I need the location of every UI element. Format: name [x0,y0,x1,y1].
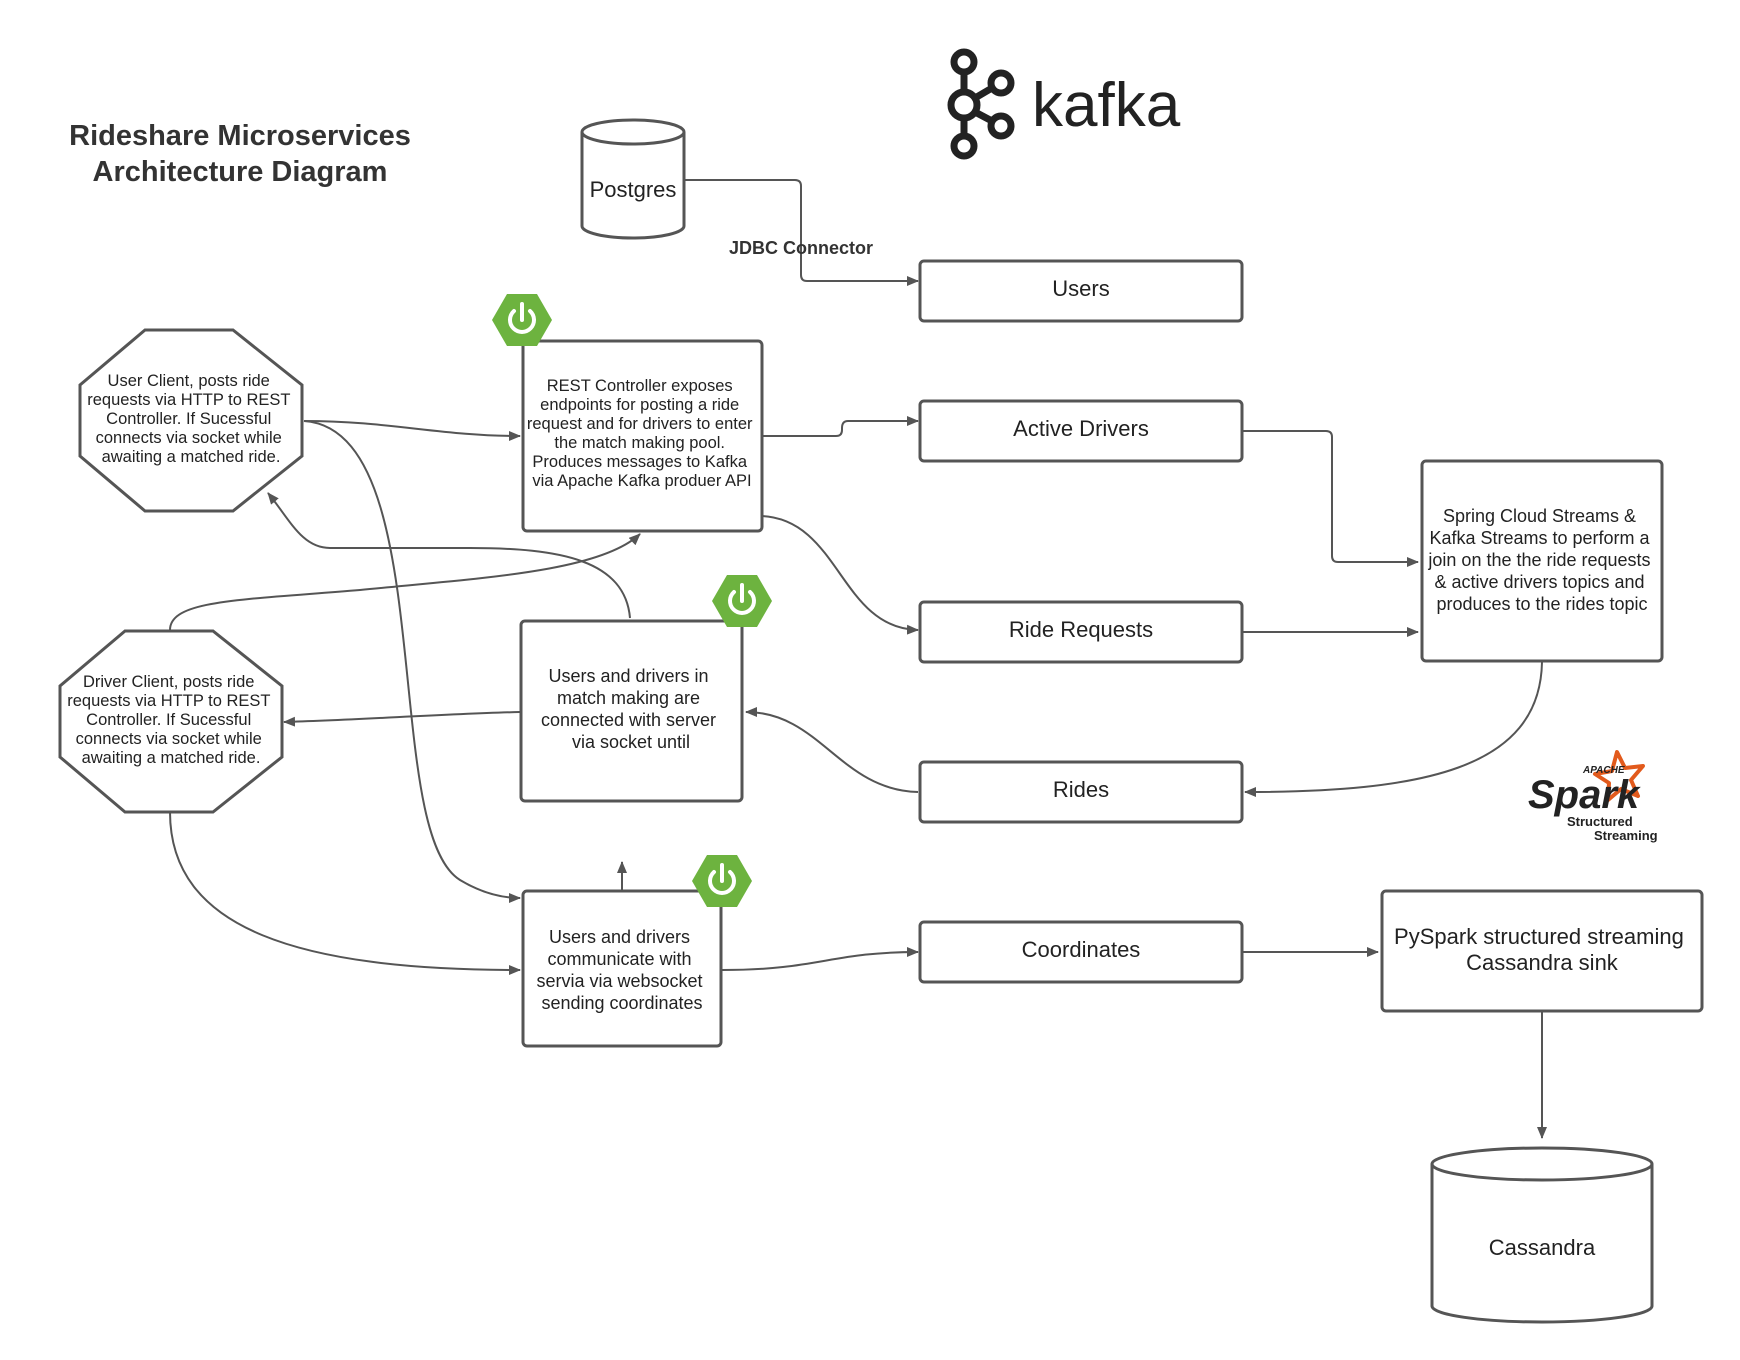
diagram-title: Rideshare Microservices Architecture Dia… [40,118,440,190]
spark-star-icon [1593,750,1645,802]
user-client[interactable]: User Client, posts ride requests via HTT… [78,328,304,513]
rest-controller-text: REST Controller exposes endpoints for po… [527,377,757,490]
edge-rest-activedrivers [762,416,919,437]
websocket-service[interactable]: Users and drivers communicate with servi… [521,889,723,1048]
websocket-text: Users and drivers communicate with servi… [536,927,707,1013]
edge-driverclient-websocket [169,811,521,975]
edge-userclient-rest [303,420,521,441]
topic-coordinates[interactable]: Coordinates [918,920,1244,984]
matchmaking-text: Users and drivers in match making are co… [541,666,721,752]
edges [169,179,1547,1139]
topic-ride-requests-label: Ride Requests [1009,617,1153,642]
edge-userclient-websocket [303,420,521,903]
edge-websocket-coordinates [721,947,919,971]
topic-rides[interactable]: Rides [918,760,1244,824]
edge-rest-riderequests [761,515,919,635]
driver-client[interactable]: Driver Client, posts ride requests via H… [58,629,284,814]
jdbc-connector-label: JDBC Connector [729,238,873,258]
spark-apache-text: APACHE [1582,765,1625,776]
edge-driverclient-rest [169,533,641,631]
topic-users[interactable]: Users [918,259,1244,323]
pyspark-text: PySpark structured streaming Cassandra s… [1394,924,1690,975]
postgres-db[interactable]: Postgres [580,118,686,240]
title-line-2: Architecture Diagram [92,156,388,188]
edge-spring-rides [1244,661,1543,797]
edge-postgres-users [683,179,919,286]
matchmaking-service[interactable]: Users and drivers in match making are co… [519,619,744,803]
pyspark-service[interactable]: PySpark structured streaming Cassandra s… [1380,889,1704,1013]
edge-matchmaking-driverclient [283,711,521,727]
topic-active-drivers-label: Active Drivers [1013,416,1149,441]
topic-coordinates-label: Coordinates [1022,937,1141,962]
title-line-1: Rideshare Microservices [69,120,411,152]
spark-streaming-text: Streaming [1594,828,1658,843]
spring-power-icon [492,294,552,346]
rest-controller-service[interactable]: REST Controller exposes endpoints for po… [521,339,764,533]
edge-matchmaking-userclient [267,492,631,619]
spark-wordmark: Spark [1528,773,1641,817]
topic-ride-requests[interactable]: Ride Requests [918,600,1244,664]
edge-rides-matchmaking [745,707,919,793]
topic-rides-label: Rides [1053,777,1109,802]
cassandra-label: Cassandra [1489,1235,1596,1260]
spark-logo: APACHE Spark Structured Streaming [1528,750,1658,843]
spring-cloud-streams-service[interactable]: Spring Cloud Streams & Kafka Streams to … [1420,459,1664,663]
user-client-text: User Client, posts ride requests via HTT… [87,372,295,466]
kafka-logo: kafka [947,48,1181,160]
kafka-icon [947,48,1015,160]
driver-client-text: Driver Client, posts ride requests via H… [67,673,275,767]
cassandra-db[interactable]: Cassandra [1430,1146,1654,1324]
edge-activedrivers-spring [1242,430,1419,567]
spark-structured-text: Structured [1567,814,1633,829]
topic-active-drivers[interactable]: Active Drivers [918,399,1244,463]
kafka-wordmark: kafka [1032,71,1181,140]
postgres-label: Postgres [590,177,677,202]
spring-cloud-text: Spring Cloud Streams & Kafka Streams to … [1427,506,1655,614]
topic-users-label: Users [1052,276,1109,301]
spring-power-icon [692,855,752,907]
spring-power-icon [712,575,772,627]
